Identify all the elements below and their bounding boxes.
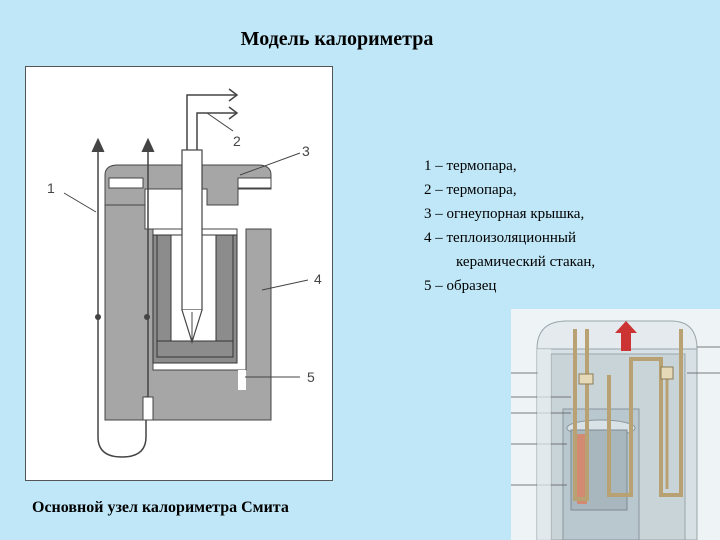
thermocouple-2 bbox=[181, 149, 203, 311]
page-title: Модель калориметра bbox=[240, 28, 434, 50]
legend: 1 – термопара, 2 – термопара, 3 – огнеуп… bbox=[424, 154, 595, 298]
legend-item-3: 3 – огнеупорная крышка, bbox=[424, 206, 585, 222]
legend-item-4: 4 – теплоизоляционный bbox=[424, 230, 576, 246]
calorimeter-schematic: 1 2 3 4 5 bbox=[47, 88, 322, 458]
callout-4: 4 bbox=[314, 271, 322, 287]
callout-3: 3 bbox=[302, 143, 310, 159]
calorimeter-illustration bbox=[511, 309, 720, 540]
legend-item-1: 1 – термопара, bbox=[424, 158, 517, 174]
callout-5: 5 bbox=[307, 369, 315, 385]
callout-2: 2 bbox=[233, 133, 241, 149]
calorimeter-diagram: 1 2 3 4 5 bbox=[25, 66, 333, 481]
cutaway-illustration bbox=[511, 320, 720, 540]
thermocouple-1 bbox=[97, 152, 149, 458]
diagram-caption: Основной узел калориметра Смита bbox=[32, 499, 289, 516]
legend-item-5: 5 – образец bbox=[424, 278, 497, 294]
legend-item-2: 2 – термопара, bbox=[424, 182, 517, 198]
legend-item-4-continued: керамический стакан, bbox=[456, 254, 596, 270]
callout-1: 1 bbox=[47, 180, 55, 196]
